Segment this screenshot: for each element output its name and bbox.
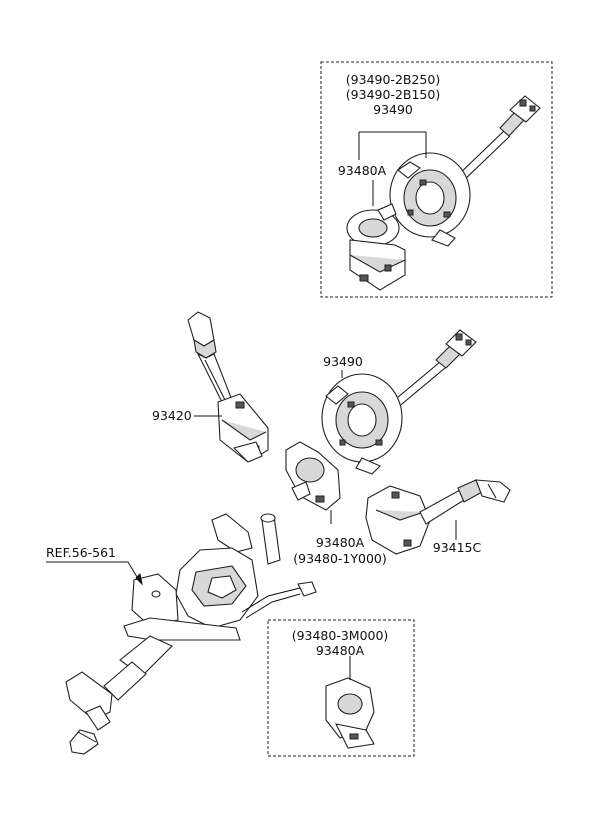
label-kit-part: 93480A xyxy=(337,163,387,178)
label-light-switch: 93420 xyxy=(152,408,192,423)
clock-spring-assembly xyxy=(321,329,477,475)
top-steering-angle-sensor xyxy=(346,203,406,291)
label-bottom-alt: (93480-3M000) xyxy=(291,628,389,643)
bottom-steering-angle-sensor xyxy=(325,677,375,749)
ref-leader xyxy=(46,561,141,583)
label-kit-alt1: (93490-2B250) xyxy=(345,72,441,87)
label-bottom-part: 93480A xyxy=(315,643,365,658)
kit-bracket-line xyxy=(358,131,427,160)
top-clock-spring xyxy=(389,95,541,247)
bottom-kit-box xyxy=(267,619,415,757)
label-wiper-switch: 93415C xyxy=(432,540,482,555)
label-lower-part-alt: (93480-1Y000) xyxy=(293,551,387,566)
label-kit-main: 93490 xyxy=(373,102,413,117)
label-ref: REF.56-561 xyxy=(46,545,117,560)
light-switch-assembly xyxy=(187,311,269,463)
steering-column-assembly xyxy=(65,513,317,755)
wiper-switch-assembly xyxy=(365,479,511,555)
ref-arrowhead xyxy=(135,572,143,586)
top-kit-box xyxy=(320,61,553,298)
steering-angle-sensor xyxy=(285,441,341,511)
label-clock-spring: 93490 xyxy=(323,354,363,369)
label-lower-part: 93480A xyxy=(315,535,365,550)
label-kit-alt2: (93490-2B150) xyxy=(345,87,441,102)
